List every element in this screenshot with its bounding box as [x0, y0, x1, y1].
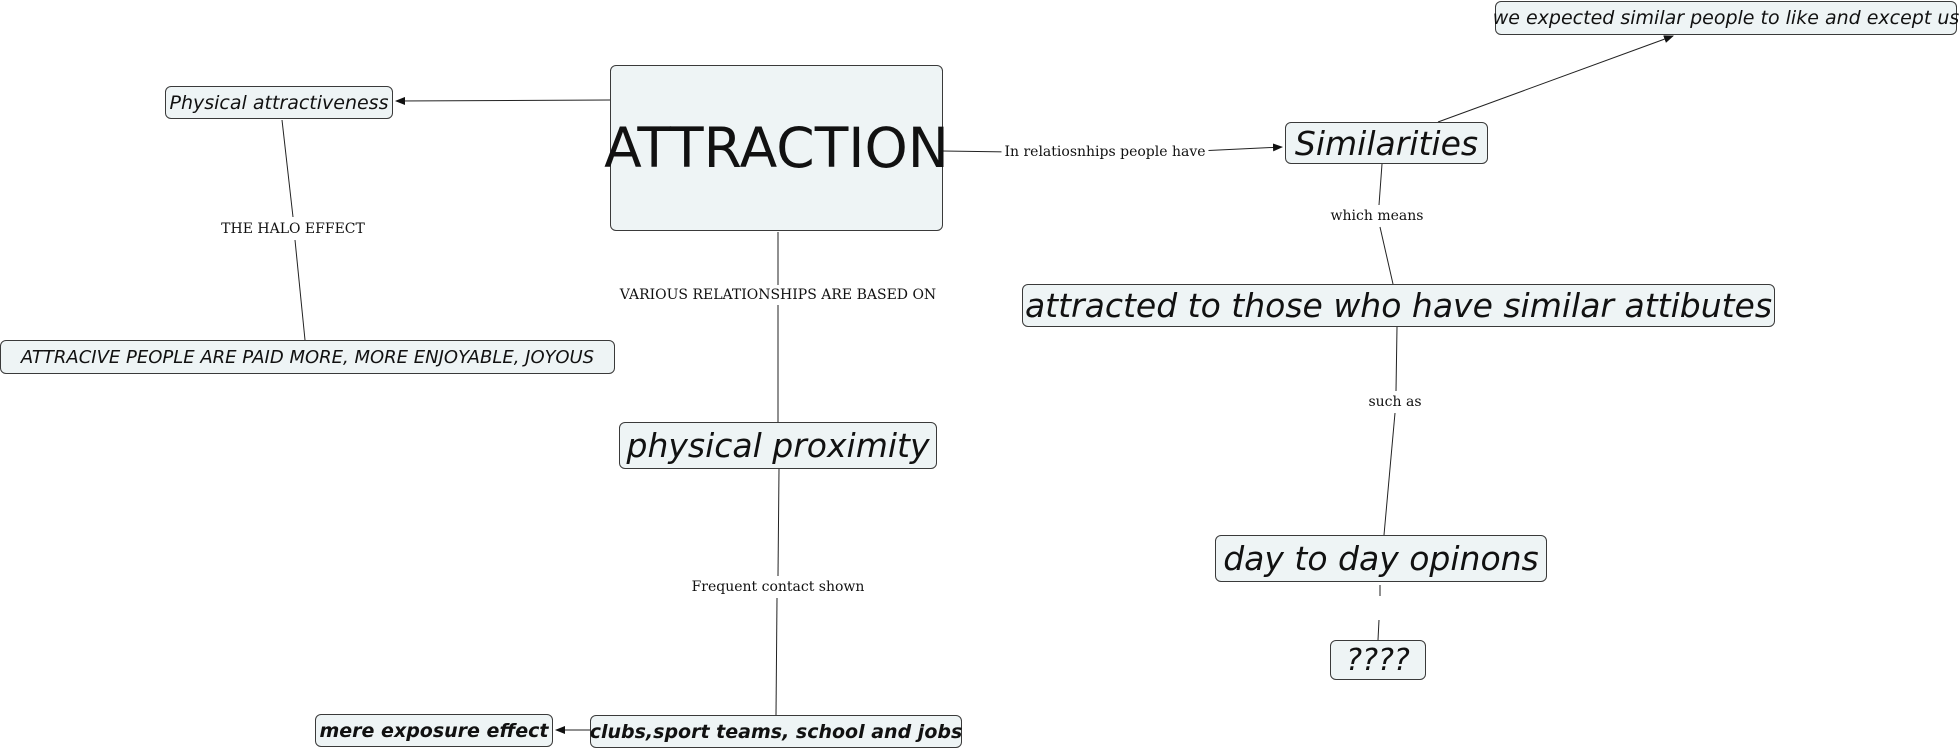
link-label-in-relationships: In relatiosnhips people have	[1001, 143, 1209, 161]
link-label-various-relationships: VARIOUS RELATIONSHIPS ARE BASED ON	[616, 286, 940, 304]
node-physical-attractiveness[interactable]: Physical attractiveness	[165, 86, 393, 119]
node-similarities[interactable]: Similarities	[1285, 122, 1488, 164]
link-proximity-to-frequent	[777, 468, 780, 577]
link-label-frequent-contact: Frequent contact shown	[688, 578, 868, 596]
link-frequent-to-clubs	[775, 597, 778, 716]
node-attractive-people[interactable]: ATTRACIVE PEOPLE ARE PAID MORE, MORE ENJ…	[0, 340, 615, 374]
link-halo-to-attractive-people	[294, 239, 306, 341]
link-label-halo-effect: THE HALO EFFECT	[218, 220, 368, 238]
node-attracted-similar[interactable]: attracted to those who have similar atti…	[1022, 284, 1775, 327]
link-day-to-day-to-unknown-lower	[1377, 619, 1380, 641]
node-physical-proximity[interactable]: physical proximity	[619, 422, 937, 469]
link-label-which-means: which means	[1327, 207, 1427, 225]
node-attraction[interactable]: ATTRACTION	[604, 65, 949, 231]
link-which-means-to-attracted	[1379, 226, 1394, 285]
link-in-relationships-to-similarities	[1197, 143, 1283, 152]
link-such-as-to-day-to-day	[1383, 412, 1396, 536]
node-clubs[interactable]: clubs,sport teams, school and jobs	[590, 715, 962, 748]
node-expected-similar[interactable]: we expected similar people to like and e…	[1493, 1, 1959, 35]
node-unknown[interactable]: ????	[1330, 640, 1426, 680]
node-day-to-day[interactable]: day to day opinons	[1215, 535, 1547, 582]
link-label-such-as: such as	[1365, 393, 1425, 411]
link-attraction-to-physical-attractiveness	[395, 96, 611, 105]
link-similarities-to-expected	[1437, 35, 1674, 123]
link-physical-attractiveness-to-halo	[281, 119, 294, 218]
link-attracted-to-such-as	[1395, 326, 1398, 392]
link-similarities-to-which-means	[1378, 163, 1383, 206]
node-mere-exposure[interactable]: mere exposure effect	[315, 714, 553, 747]
link-attraction-to-in-relationships	[942, 150, 1013, 153]
